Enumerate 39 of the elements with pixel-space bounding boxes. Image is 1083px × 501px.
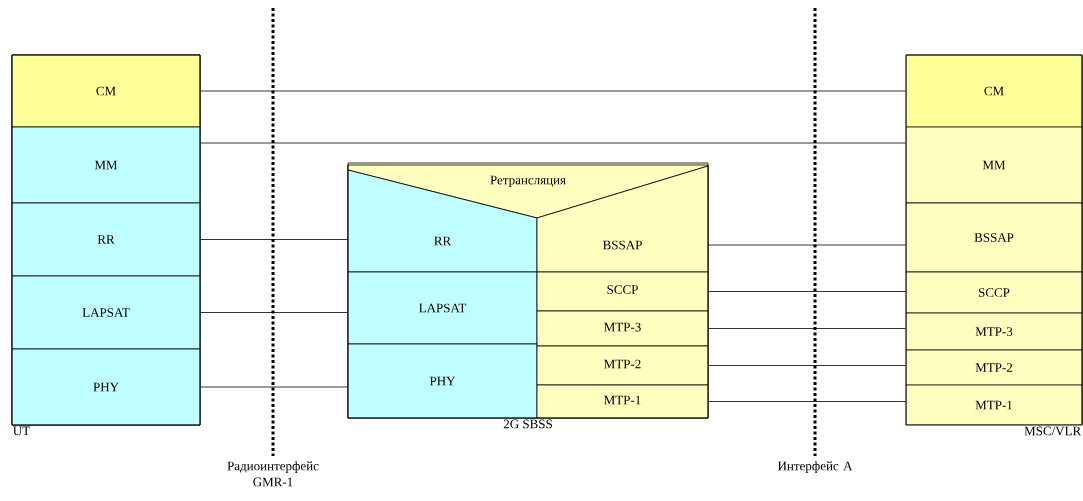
node-label: MSC/VLR <box>1024 426 1082 436</box>
connector-line <box>200 312 348 313</box>
node-label: SCCP <box>978 288 1010 297</box>
connector-line <box>200 386 348 388</box>
interface-label: Интерфейс A <box>777 461 853 473</box>
layer-box: RR <box>11 202 201 277</box>
layer-box: SCCP <box>905 271 1083 314</box>
layer-box: BSSAP <box>905 202 1083 273</box>
layer-box: MTP-2 <box>905 349 1083 386</box>
node-label: 2G SBSS <box>503 419 552 429</box>
node-label: MTP-2 <box>975 363 1013 372</box>
layer-box: MM <box>905 126 1083 204</box>
layer-box: CM <box>905 54 1083 128</box>
connector-line <box>708 365 906 366</box>
node-label: MM <box>982 160 1006 170</box>
layer-box: CM <box>11 54 201 128</box>
layer-box: MTP-3 <box>905 312 1083 351</box>
node-label: UT <box>13 426 30 436</box>
connector-line <box>200 142 906 144</box>
layer-box: SCCP <box>536 271 709 312</box>
node-label: MTP-3 <box>975 327 1013 336</box>
layer-box: LAPSAT <box>347 271 538 345</box>
relay-triangle: Ретрансляция <box>347 162 709 219</box>
layer-box: MTP-1 <box>536 384 709 419</box>
layer-box: PHY <box>347 343 538 419</box>
layer-box: LAPSAT <box>11 275 201 350</box>
connector-line <box>708 291 906 292</box>
layer-box: MM <box>11 126 201 204</box>
connector-line <box>200 90 906 92</box>
connector-line <box>200 239 349 240</box>
layer-box: PHY <box>11 348 201 426</box>
connector-line <box>707 244 906 246</box>
layer-box: MTP-3 <box>536 310 709 347</box>
node-label: BSSAP <box>974 233 1014 242</box>
layer-box: MTP-1 <box>905 384 1083 426</box>
layer-box: MTP-2 <box>536 345 709 386</box>
interface-label: Радиоинтерфейс GMR-1 <box>227 461 319 487</box>
connector-line <box>708 401 906 402</box>
connector-line <box>708 328 906 329</box>
